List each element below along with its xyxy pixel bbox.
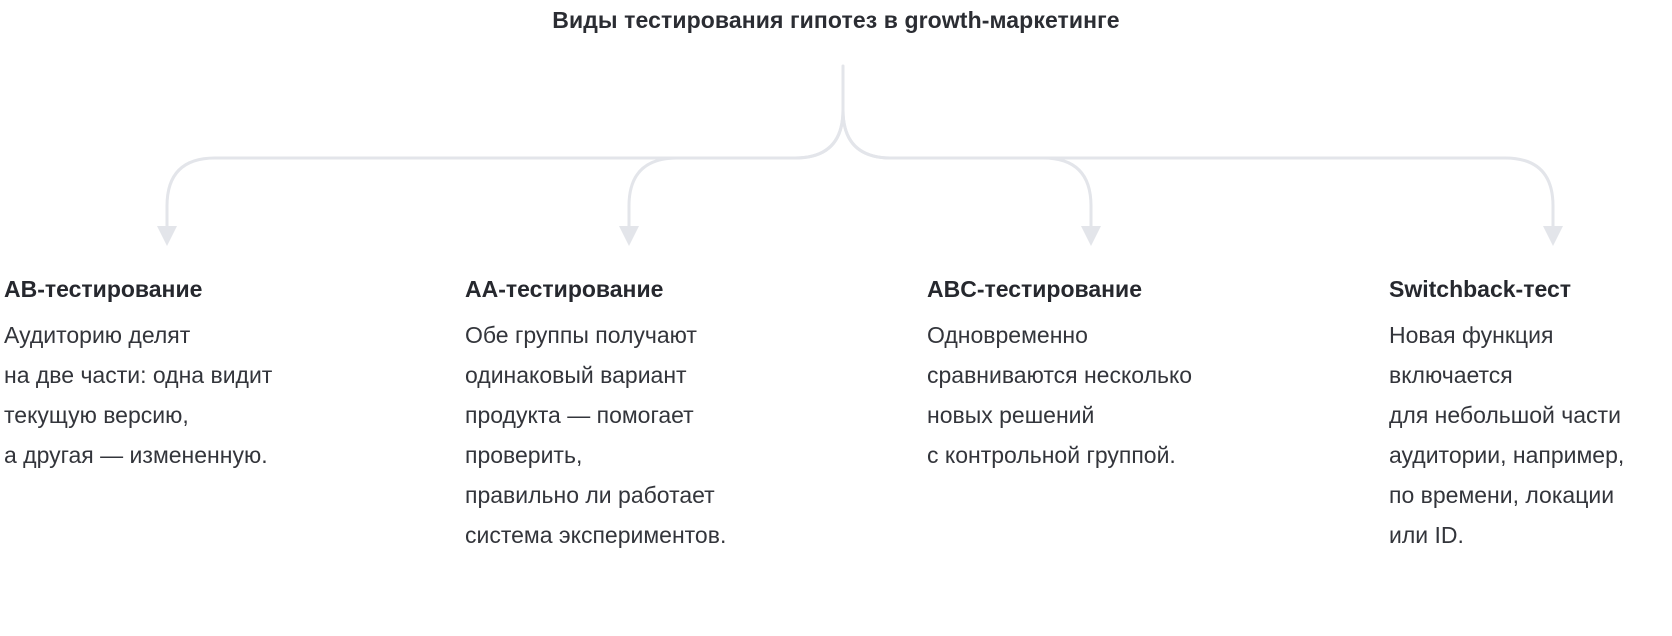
arrow-down-icon [1543,226,1563,246]
description-line: продукта — помогает [465,402,694,428]
description-line: система экспериментов. [465,522,727,548]
description-line: одинаковый вариант [465,362,687,388]
description-line: по времени, локации [1389,482,1615,508]
card-title: Switchback-тест [1389,276,1572,302]
card-title: AB-тестирование [4,276,203,302]
arrow-down-icon [157,226,177,246]
connector-branch-aa [627,108,845,228]
description-line: Аудиторию делят [4,322,191,348]
description-line: Одновременно [927,322,1088,348]
description-line: проверить, [465,442,583,468]
description-line: правильно ли работает [465,482,715,508]
description-line: сравниваются несколько [927,362,1193,388]
card-description: Обе группы получают одинаковый вариант п… [465,315,885,555]
card-description: Новая функция включается для небольшой ч… [1389,315,1669,555]
description-line: включается [1389,362,1513,388]
card-description: Аудиторию делят на две части: одна видит… [4,315,424,475]
description-line: или ID. [1389,522,1464,548]
connector-branch-ab [165,108,845,228]
description-line: аудитории, например, [1389,442,1625,468]
connector-branch-abc [841,108,1093,228]
test-card-switchback: Switchback-тест Новая функция включается… [1389,275,1669,555]
arrow-down-icon [1081,226,1101,246]
connector-branch-switchback [841,108,1555,228]
diagram-title: Виды тестирования гипотез в growth-марке… [552,7,1120,33]
description-line: на две части: одна видит [4,362,273,388]
test-card-aa: AA-тестирование Обе группы получают один… [465,275,885,555]
arrow-down-icon [619,226,639,246]
test-card-ab: AB-тестирование Аудиторию делят на две ч… [4,275,424,475]
description-line: Новая функция [1389,322,1554,348]
description-line: Обе группы получают [465,322,697,348]
card-description: Одновременно сравниваются несколько новы… [927,315,1347,475]
card-title: ABC-тестирование [927,276,1142,302]
test-card-abc: ABC-тестирование Одновременно сравнивают… [927,275,1347,475]
description-line: текущую версию, [4,402,189,428]
description-line: с контрольной группой. [927,442,1176,468]
card-title: AA-тестирование [465,276,664,302]
description-line: новых решений [927,402,1095,428]
description-line: для небольшой части [1389,402,1621,428]
description-line: а другая — измененную. [4,442,268,468]
